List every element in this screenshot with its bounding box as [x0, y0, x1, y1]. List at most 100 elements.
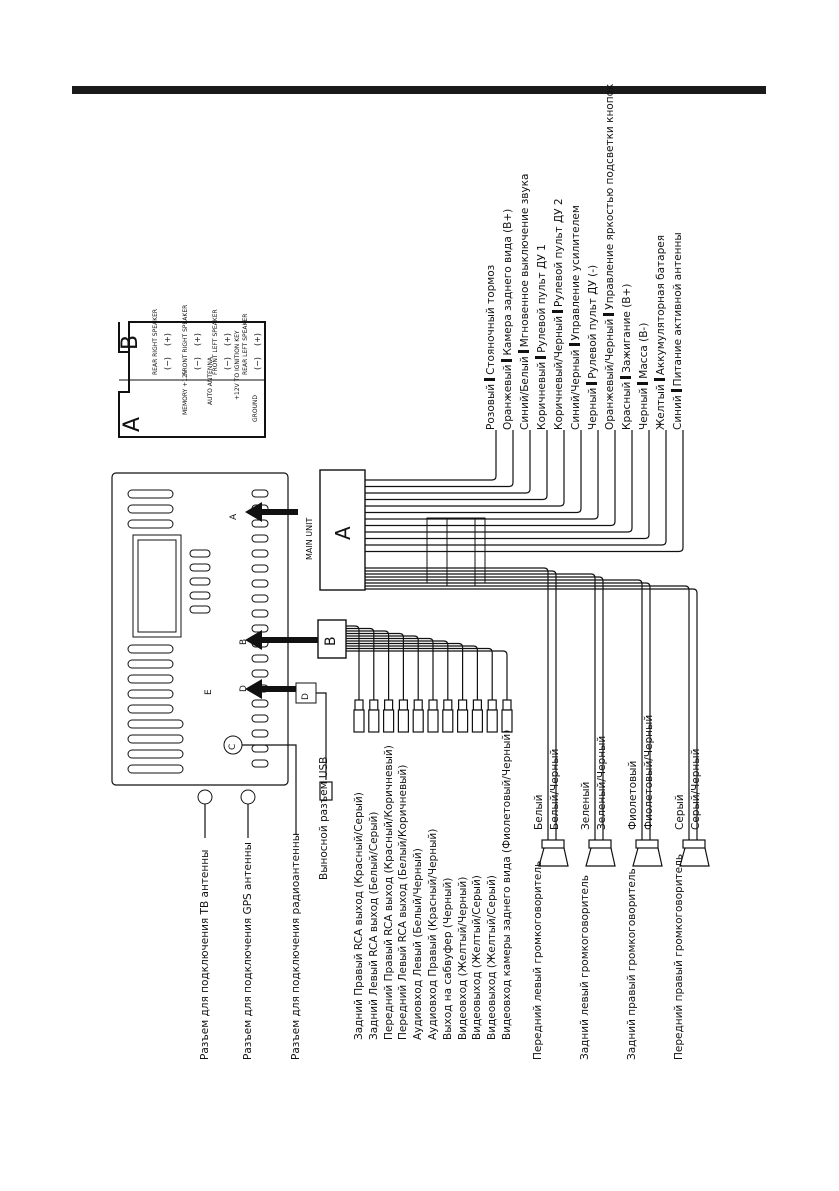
vent-slot — [189, 605, 211, 614]
rca-output-label: Видеовход камеры заднего вида (Фиолетовы… — [501, 729, 513, 1040]
harness-clip — [474, 517, 486, 584]
harness-a-wire — [365, 430, 565, 507]
harness-a-wire — [365, 430, 650, 540]
speaker-name: Задний правый громкоговоритель — [626, 868, 638, 1060]
rca-plug-icon — [458, 699, 468, 711]
vent-slot — [127, 689, 174, 699]
wire-function: Управление яркостью подсветки кнопок — [604, 83, 616, 310]
vent-slot — [251, 519, 269, 528]
rca-wire — [346, 647, 493, 700]
wire-label: Красный Зажигание (B+) — [620, 284, 633, 430]
marker-e — [197, 789, 213, 805]
speaker-terminal — [541, 839, 565, 849]
wire-color: Синий/Черный — [570, 349, 582, 430]
vent-slot — [251, 549, 269, 558]
harness-a-wire — [365, 430, 548, 501]
wire-label: СинийПитание активной антенны — [671, 232, 684, 430]
vent-slot — [251, 624, 269, 633]
vent-slot — [127, 764, 184, 774]
wire-color: Оранжевый/Черный — [604, 318, 616, 430]
wire-separator — [654, 378, 665, 382]
wire-label: КоричневыйРулевой пульт ДУ 1 — [535, 244, 548, 430]
rca-output-label: Задний Правый RCA выход (Красный/Серый) — [353, 792, 365, 1040]
wire-label: Оранжевый Камера заднего вида (B+) — [501, 209, 514, 430]
harness-a-wire — [365, 430, 514, 488]
speaker-pos-wire-label: Белый — [533, 794, 545, 831]
harness-a-wire — [365, 430, 582, 514]
vent-slot — [251, 654, 269, 663]
speaker-wire-pos — [365, 579, 643, 840]
wire-separator — [671, 389, 682, 393]
pinout-b-pin-label: FRONT RIGHT SPEAKER — [182, 304, 189, 375]
wire-separator — [569, 343, 580, 347]
vent-slot — [251, 669, 269, 678]
wire-function: Зажигание (B+) — [621, 283, 633, 373]
rca-output-label: Передний Левый RCA выход (Белый/Коричнев… — [397, 764, 410, 1040]
vent-slot — [127, 734, 184, 744]
wire-function: Управление усилителем — [570, 205, 582, 341]
wire-separator — [637, 381, 648, 385]
harness-a-wire — [365, 430, 599, 520]
wire-function: Камера заднего вида (B+) — [502, 208, 514, 356]
wire-label: ЧерныйМасса (B-) — [637, 323, 650, 430]
pinout-a-pin-label: MEMORY +12V — [182, 370, 189, 415]
vent-slot — [251, 489, 269, 498]
connector-a-label: A — [331, 526, 355, 540]
pin-neg: (−) — [163, 357, 172, 370]
rca-output-label: Аудиовход Левый (Белый/Черный) — [412, 848, 425, 1040]
pinout-b-pin-label: REAR RIGHT SPEAKER — [152, 308, 159, 375]
connector-d-label: D — [301, 693, 311, 700]
rca-plug-icon — [353, 709, 365, 733]
rca-wire — [346, 640, 449, 700]
vent-slot — [251, 714, 269, 723]
antenna-connector-label: Разъем для подключения радиоантенны — [290, 832, 302, 1060]
rca-plug-icon — [442, 709, 454, 733]
wire-separator — [552, 309, 563, 313]
pin-neg: (−) — [193, 357, 202, 370]
pinout-a-pin-label: GROUND — [252, 394, 259, 422]
rca-plug-icon — [471, 709, 483, 733]
speaker-wire-neg — [365, 576, 604, 840]
wire-color: Оранжевый — [502, 364, 514, 430]
wire-label: РозовыйСтояночный тормоз — [484, 265, 497, 430]
wires — [204, 430, 710, 867]
rca-plug-icon — [368, 709, 380, 733]
rca-plug-icon — [413, 699, 423, 711]
radio-antenna-lead — [242, 744, 297, 835]
wire-function: Масса (B-) — [638, 322, 650, 379]
wire-separator — [620, 375, 631, 379]
rca-wire — [346, 642, 464, 700]
wire-color: Синий — [672, 395, 684, 430]
wire-label: Синий/Черный Управление усилителем — [569, 205, 582, 430]
speaker-icon — [679, 847, 710, 867]
rca-plug-icon — [354, 699, 364, 711]
speaker-neg-wire-label: Фиолетовый/Черный — [643, 714, 655, 830]
wire-function: Рулевой пульт ДУ (-) — [587, 264, 599, 379]
vent-slot — [251, 564, 269, 573]
vent-slot — [127, 504, 174, 514]
usb-label: Выносной разъем USB — [318, 756, 330, 880]
wire-color: Черный — [587, 387, 599, 430]
connector-b-plug — [317, 619, 347, 659]
panel-vents — [127, 489, 269, 805]
rca-wire — [346, 632, 404, 700]
vent-slot — [251, 534, 269, 543]
wire-label: ЖелтыйАккумуляторная батарея — [654, 235, 667, 430]
speaker-name: Задний левый громкоговоритель — [579, 875, 591, 1060]
vent-slot — [127, 674, 174, 684]
wire-color: Синий/Белый — [519, 356, 531, 430]
main-unit-panel — [111, 472, 289, 786]
rca-plug-icon — [443, 699, 453, 711]
rca-plug-icon — [487, 699, 497, 711]
connector-a-plug — [319, 469, 366, 591]
rca-wire — [346, 627, 375, 700]
rca-plug-icon — [501, 709, 513, 733]
wire-color: Красный — [621, 381, 633, 430]
speaker-wire-neg — [365, 582, 651, 840]
vent-slot — [251, 744, 269, 753]
pin-pos: (+) — [193, 333, 202, 346]
vent-slot — [127, 704, 174, 714]
usb-lead — [316, 692, 327, 780]
rca-plug-icon — [397, 709, 409, 733]
